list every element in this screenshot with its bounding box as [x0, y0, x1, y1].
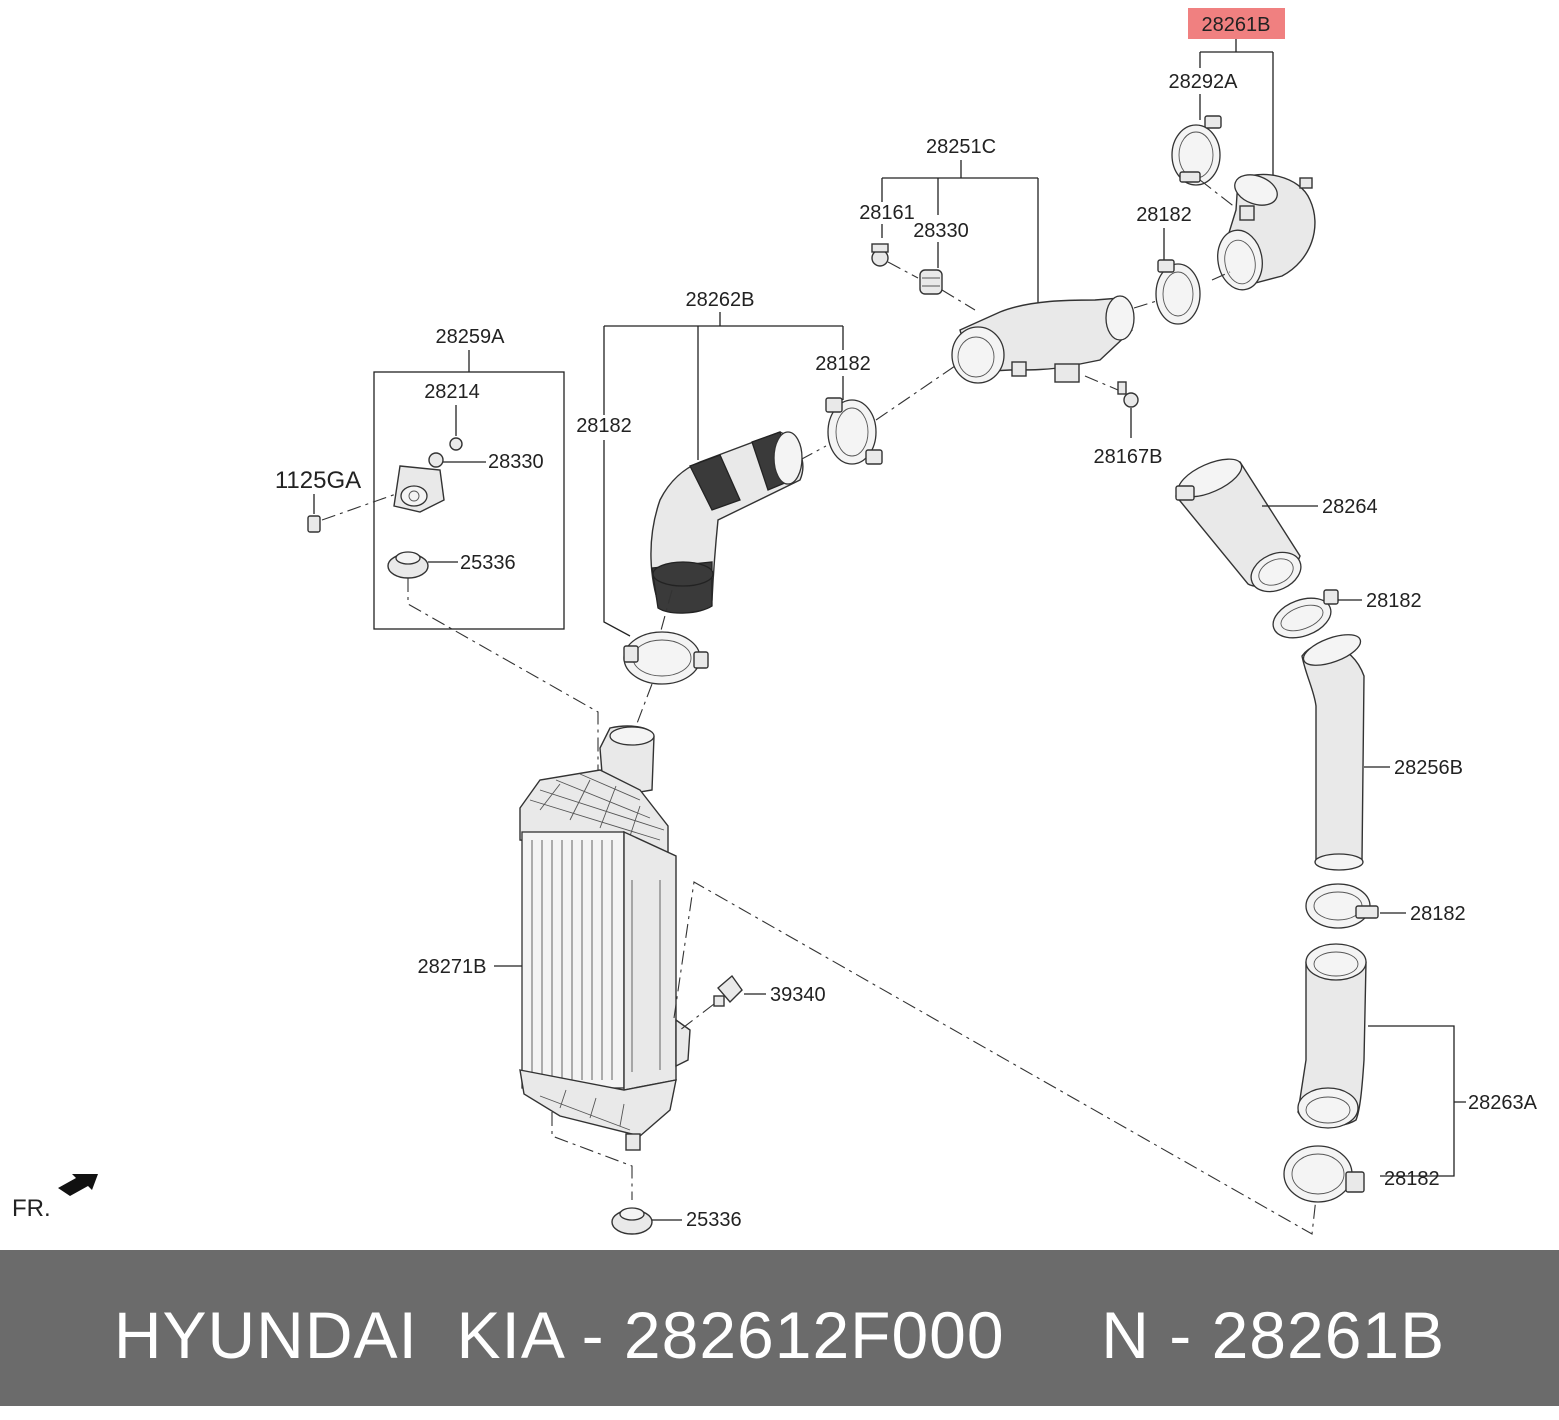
label-28251c[interactable]: 28251C: [926, 136, 996, 158]
dash-28161-28330: [887, 261, 976, 311]
clamp-28182-left: [623, 631, 709, 685]
footer-bar: HYUNDAI KIA - 282612F000 N - 28261B: [0, 1250, 1559, 1406]
label-28271b[interactable]: 28271B: [418, 956, 487, 978]
label-fr: FR.: [12, 1195, 51, 1222]
hose-28256b[interactable]: [1300, 628, 1365, 871]
hose-28262b[interactable]: [650, 431, 804, 614]
pipe-28251c[interactable]: [951, 295, 1135, 384]
grommet-28330-left: [428, 452, 444, 468]
label-25336-top[interactable]: 25336: [460, 552, 516, 574]
label-28161[interactable]: 28161: [859, 202, 915, 224]
label-28259a[interactable]: 28259A: [436, 326, 506, 348]
leader-28182-left: [603, 440, 631, 637]
label-28182-r3[interactable]: 28182: [1384, 1168, 1440, 1190]
dash-25336-top: [407, 578, 599, 778]
clamp-28182-r1: [1272, 589, 1339, 639]
parts-diagram: 28261B 28292A 28251C 28161 28330: [12, 8, 1538, 1235]
grommet-25336-bottom: [611, 1207, 653, 1235]
dash-39340: [679, 1003, 715, 1031]
leader-28263a: [1368, 1025, 1466, 1177]
footer-part-number: HYUNDAI KIA - 282612F000 N - 28261B: [113, 1298, 1446, 1372]
intercooler-28271b[interactable]: [519, 725, 691, 1151]
hose-28264[interactable]: [1173, 451, 1307, 599]
sensor-39340: [713, 974, 743, 1007]
dash-28251c-28182: [1133, 271, 1231, 309]
duct-elbow-28261b[interactable]: [1213, 169, 1316, 293]
clamp-28182-top: [1155, 259, 1201, 325]
bolt-28167b: [1117, 381, 1139, 408]
label-28330-left[interactable]: 28330: [488, 451, 544, 473]
label-28167b[interactable]: 28167B: [1094, 446, 1163, 468]
bolt-28214: [449, 437, 463, 451]
label-28182-mid[interactable]: 28182: [815, 353, 871, 375]
label-28262b[interactable]: 28262B: [686, 289, 755, 311]
grommet-28330-top: [919, 269, 943, 295]
highlight-box-28261b: [1188, 8, 1285, 39]
label-28263a[interactable]: 28263A: [1468, 1092, 1538, 1114]
leader-28262b: [603, 312, 844, 460]
label-28214[interactable]: 28214: [424, 381, 480, 403]
grommet-25336-top: [387, 551, 429, 579]
plug-28161: [871, 243, 889, 267]
label-28261b[interactable]: 28261B: [1202, 14, 1271, 36]
label-28292a[interactable]: 28292A: [1169, 71, 1239, 93]
clamp-28182-r3: [1283, 1145, 1365, 1203]
label-28256b[interactable]: 28256B: [1394, 757, 1463, 779]
bolt-1125ga: [307, 515, 321, 533]
label-39340[interactable]: 39340: [770, 984, 826, 1006]
box-28259a: [373, 371, 565, 630]
dash-hose-clamp: [635, 589, 673, 727]
dash-1125ga: [321, 493, 397, 521]
dash-intercooler-outlet: [673, 881, 1319, 1235]
bracket-28259a: [393, 465, 445, 513]
label-25336-bottom[interactable]: 25336: [686, 1209, 742, 1231]
clamp-28182-mid: [825, 397, 883, 465]
clamp-28292a: [1171, 115, 1222, 186]
fr-arrow-icon: [58, 1174, 98, 1196]
label-28330-top[interactable]: 28330: [913, 220, 969, 242]
label-1125ga[interactable]: 1125GA: [275, 467, 361, 494]
label-28182-top[interactable]: 28182: [1136, 204, 1192, 226]
hose-28263a[interactable]: [1297, 943, 1367, 1129]
dash-28167b: [1084, 375, 1119, 391]
label-28182-r2[interactable]: 28182: [1410, 903, 1466, 925]
leader-28251c: [881, 160, 1039, 305]
label-28182-left[interactable]: 28182: [576, 415, 632, 437]
dash-25336-bottom: [551, 1112, 633, 1200]
clamp-28182-r2: [1305, 883, 1379, 929]
dash-mid-hose-pipe: [799, 365, 956, 461]
label-28264[interactable]: 28264: [1322, 496, 1378, 518]
label-28182-r1[interactable]: 28182: [1366, 590, 1422, 612]
leader-28261b: [1199, 39, 1274, 175]
